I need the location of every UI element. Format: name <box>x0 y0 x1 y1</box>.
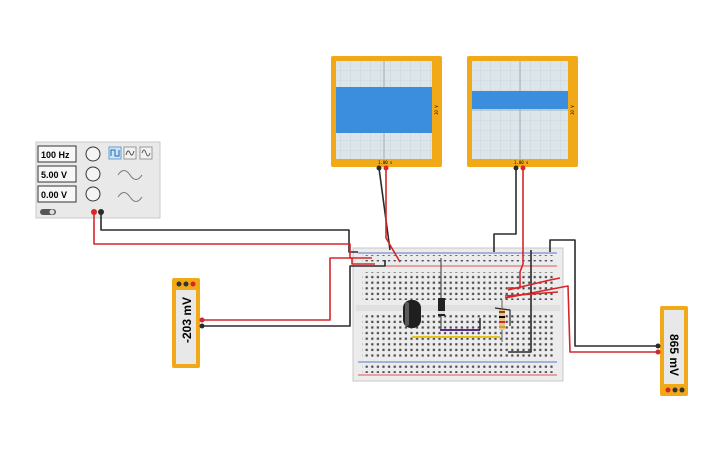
resistor[interactable] <box>499 300 505 342</box>
wire-mm2-negative[interactable] <box>549 239 658 347</box>
wire-scope2-negative[interactable] <box>493 168 517 252</box>
mm2-reading: 865 mV <box>667 334 681 376</box>
center-channel <box>356 305 560 311</box>
scope-2-volt-label: 10 V <box>570 105 575 115</box>
terminal-strip-lower[interactable] <box>362 313 554 357</box>
frequency-knob[interactable] <box>85 146 101 162</box>
mm2-display <box>664 310 684 384</box>
wire-board-red-1[interactable] <box>507 277 561 291</box>
amplitude-display[interactable] <box>37 165 77 183</box>
mm2-dot-1 <box>665 387 671 393</box>
scope-1-time-label: 1.00 s <box>378 160 393 165</box>
power-toggle-knob <box>49 209 55 215</box>
wire-mm1-negative[interactable] <box>202 260 386 327</box>
offset-knob[interactable] <box>85 186 101 202</box>
mm1-display <box>176 290 196 364</box>
diode[interactable] <box>438 258 445 330</box>
mm2-dot-3 <box>679 387 685 393</box>
wire-fg-positive[interactable] <box>93 212 372 259</box>
mm1-dot-1 <box>176 281 182 287</box>
offset-display[interactable] <box>37 185 77 203</box>
mm2-dot-2 <box>672 387 678 393</box>
scope-2-trace <box>472 91 568 109</box>
scope-1-trace <box>336 87 432 133</box>
function-generator[interactable]: 100 Hz 5.00 V 0.00 V <box>35 141 161 219</box>
sine-wave-icon[interactable] <box>139 146 153 160</box>
scope-1-volt-label: 10 V <box>434 105 439 115</box>
triangle-wave-icon[interactable] <box>123 146 137 160</box>
scope-2-time-label: 1.00 s <box>514 160 529 165</box>
amplitude-value: 5.00 V <box>41 170 67 180</box>
wire-board-red-2[interactable] <box>504 291 559 297</box>
wire-mm1-positive[interactable] <box>202 257 375 321</box>
breadboard[interactable] <box>352 247 564 382</box>
square-wave-icon[interactable] <box>108 146 122 160</box>
multimeter-1[interactable]: -203 mV <box>172 278 205 368</box>
oscilloscope-2[interactable]: 1.00 s 10 V <box>467 56 578 171</box>
frequency-display[interactable] <box>37 145 77 163</box>
wire-mm2-positive[interactable] <box>504 285 658 353</box>
bottom-rail-holes-2[interactable] <box>362 369 554 373</box>
mm1-dot-3 <box>190 281 196 287</box>
mm1-reading: -203 mV <box>180 297 194 343</box>
oscilloscope-1[interactable]: 1.00 s 10 V <box>331 56 442 171</box>
wire-fg-negative[interactable] <box>100 212 358 253</box>
top-rail-holes-1[interactable] <box>362 255 554 259</box>
electrolytic-capacitor[interactable] <box>403 300 421 328</box>
top-rail-holes-2[interactable] <box>362 260 554 264</box>
amplitude-knob[interactable] <box>85 166 101 182</box>
mm1-dot-2 <box>183 281 189 287</box>
wire-board-black-short[interactable] <box>494 307 511 326</box>
frequency-value: 100 Hz <box>41 150 70 160</box>
wire-scope1-negative[interactable] <box>378 167 391 251</box>
amplitude-wave-icon <box>117 170 143 180</box>
multimeter-2[interactable]: 865 mV <box>655 306 689 396</box>
wire-scope1-positive[interactable] <box>385 168 401 263</box>
offset-value: 0.00 V <box>41 190 67 200</box>
offset-wave-icon <box>117 192 143 202</box>
bottom-rail-holes-1[interactable] <box>362 364 554 368</box>
